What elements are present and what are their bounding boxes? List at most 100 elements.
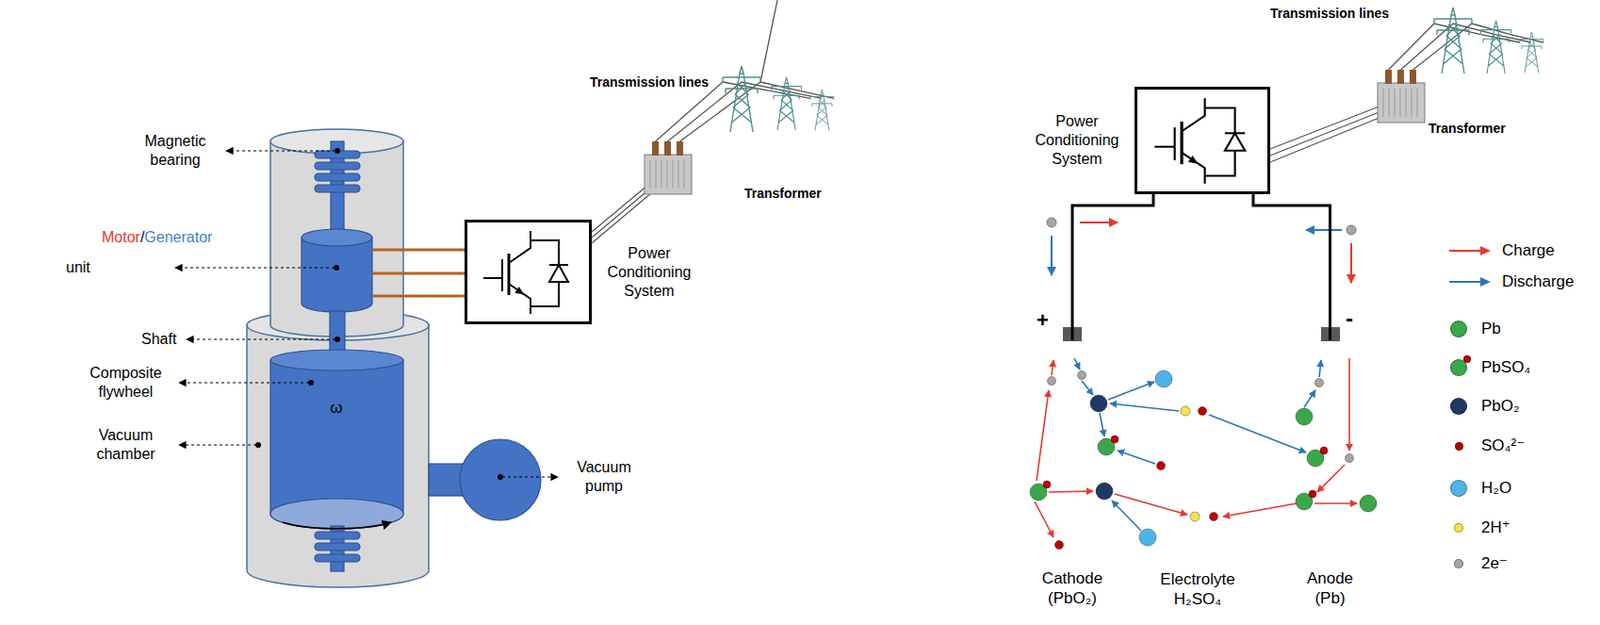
part-label-holder: Transmission lines	[589, 73, 709, 91]
molecule	[1077, 371, 1087, 380]
leader-line	[175, 150, 558, 477]
legend-label-holder: PbO₂	[1481, 395, 1520, 417]
part-label: Generator	[144, 228, 213, 247]
anode-plate: Anode (Pb)	[1280, 340, 1380, 556]
charge-arrow	[1034, 358, 1357, 538]
grid-wire	[655, 81, 724, 142]
molecule	[1345, 454, 1355, 463]
electron-flow	[1079, 221, 1118, 224]
part-label-holder: Generator	[144, 228, 213, 247]
vacuum-chamber-drawing	[246, 129, 429, 588]
electron-flow	[1306, 228, 1342, 231]
rotation-arrow	[282, 522, 392, 529]
part-label: +	[1036, 308, 1049, 333]
charge-arrow	[1223, 503, 1297, 517]
legend-arrow	[1480, 245, 1491, 256]
terminal-tab	[1062, 326, 1340, 342]
leader-dot	[333, 264, 340, 271]
legend-label: Charge	[1502, 240, 1555, 262]
igbt-symbol	[1154, 97, 1245, 183]
part-label-holder: unit	[65, 258, 91, 278]
part-label-holder: Vacuum pump	[565, 457, 643, 496]
part-label-holder: ω	[329, 397, 343, 418]
igbt-symbol	[483, 230, 569, 314]
node-label: Anode (Pb)	[1300, 568, 1361, 608]
part-label-holder: -	[1345, 305, 1354, 332]
legend-label-holder: Discharge	[1502, 271, 1575, 293]
molecule	[1043, 480, 1051, 489]
rotor-drawing	[314, 531, 360, 539]
molecule	[1110, 435, 1119, 443]
charge-arrow	[1348, 358, 1351, 451]
discharge-arrow	[1111, 500, 1142, 531]
tower-icon	[1519, 32, 1544, 73]
leader-line	[226, 149, 336, 151]
part-label-holder: Magnetic bearing	[131, 131, 219, 170]
grid-wire	[591, 184, 649, 232]
discharge-arrow	[1208, 414, 1307, 453]
leader-line	[175, 266, 335, 268]
transformer-icon	[644, 141, 692, 195]
legend-swatch	[1450, 397, 1468, 415]
discharge-arrow	[1074, 358, 1322, 531]
electrolyte-tank: Electrolyte H₂SO₄Cathode (PbO₂)Anode (Pb…	[971, 298, 1424, 556]
charge-arrow	[1048, 490, 1094, 492]
legend-label-holder: Pb	[1481, 318, 1502, 340]
legend-label-holder: 2e⁻	[1481, 553, 1508, 574]
leader-dot	[497, 473, 504, 480]
charge-arrow	[1036, 390, 1049, 481]
molecule	[1155, 370, 1173, 388]
leader-dot	[308, 379, 314, 386]
grid-wire	[1270, 111, 1382, 156]
node-label: Power Conditioning System	[1024, 112, 1130, 169]
grid-wire	[771, 91, 834, 99]
part-label-holder: /	[140, 228, 145, 247]
discharge-arrow	[1110, 403, 1179, 411]
legend-swatch	[1450, 320, 1468, 338]
tower-icon	[722, 65, 761, 132]
charge-arrow	[1114, 493, 1188, 515]
vacuum-chamber-drawing	[246, 325, 429, 588]
part-label: Vacuum pump	[565, 457, 643, 496]
legend-label-holder: SO₄²⁻	[1481, 435, 1525, 457]
node-label: Electrolyte H₂SO₄	[1153, 569, 1242, 609]
grid-wire	[680, 81, 762, 142]
power-cable	[372, 294, 465, 298]
part-label: Motor	[101, 228, 141, 247]
part-label: ω	[329, 397, 343, 418]
charge-arrow	[1317, 464, 1345, 492]
leader-dot	[334, 147, 341, 154]
transformer-icon	[1377, 69, 1425, 123]
legend-arrow	[1447, 244, 1495, 258]
tower-icon	[810, 89, 834, 131]
legend-label: Pb	[1481, 318, 1502, 340]
leader-line	[186, 338, 336, 340]
part-label-holder: Shaft	[141, 329, 177, 349]
grid-wire	[591, 192, 653, 244]
node-label: Cathode (PbO₂)	[1036, 568, 1109, 608]
rotor-drawing	[301, 237, 373, 312]
power-cable	[372, 249, 465, 296]
part-label-holder: Motor	[101, 228, 141, 247]
rotor-drawing	[314, 162, 360, 170]
molecule	[1180, 406, 1191, 416]
node-label-holder: Cathode (PbO₂)	[1036, 568, 1109, 608]
electron-flow	[1050, 235, 1053, 276]
converter-box: Power Conditioning System	[464, 219, 592, 325]
electron-flow	[1346, 225, 1356, 235]
legend-swatch	[1453, 522, 1464, 533]
charge-arrow	[1314, 502, 1357, 505]
part-label: Transmission lines	[589, 73, 709, 91]
leader-line	[502, 475, 558, 477]
molecule	[1315, 378, 1324, 388]
rotor-drawing	[459, 439, 541, 521]
grid-wire	[1434, 23, 1511, 35]
molecule	[1029, 370, 1377, 550]
rotor-drawing	[270, 498, 404, 529]
charge-arrow	[1051, 359, 1054, 376]
part-label: Composite flywheel	[80, 363, 172, 402]
discharge-arrow	[1081, 380, 1094, 395]
discharge-arrow	[1304, 390, 1316, 408]
leader-dot	[255, 441, 262, 448]
